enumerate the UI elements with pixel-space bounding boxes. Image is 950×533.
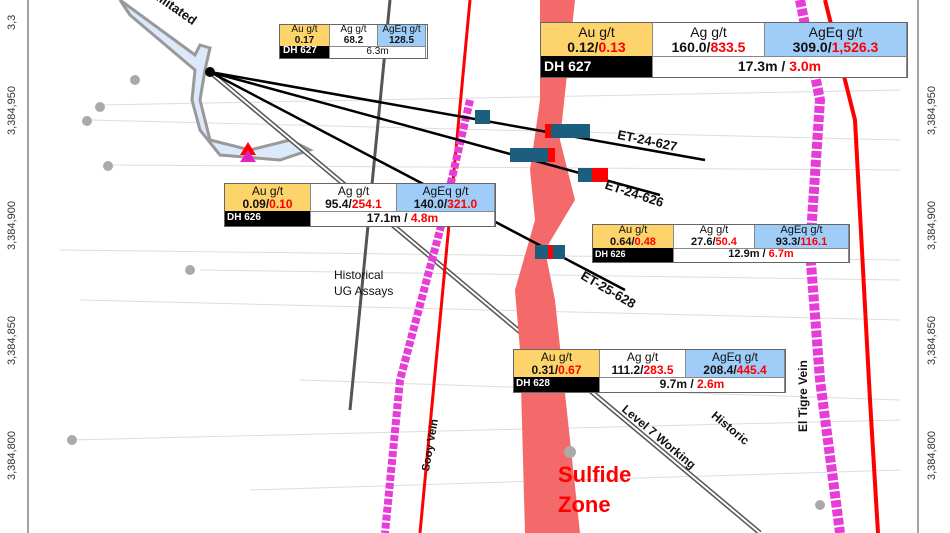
- ageq-header: AgEq g/t: [382, 24, 421, 35]
- y-tick-left: 3,384,850: [6, 316, 18, 365]
- tigre-vein-assays: [795, 0, 845, 533]
- sulfide-zone-label: Sulfide: [558, 462, 632, 487]
- historical-label-2: UG Assays: [334, 284, 394, 298]
- interval-length: 9.7m / 2.6m: [600, 377, 785, 392]
- ageq-value: 128.5: [388, 34, 415, 46]
- au-header: Au g/t: [540, 350, 573, 364]
- ag-value: 27.6/: [691, 235, 716, 248]
- au-value-high: 0.13: [598, 38, 626, 55]
- ag-header: Ag g/t: [626, 350, 659, 364]
- ag-value: 160.0/: [671, 38, 711, 55]
- ag-value: 68.2: [343, 34, 364, 46]
- interval-length: 17.1m / 4.8m: [311, 211, 495, 226]
- sulfide-zone: [515, 0, 580, 533]
- ag-value: 95.4/: [325, 196, 352, 211]
- y-tick-left: 3,384,900: [6, 201, 18, 250]
- au-value-high: 0.48: [634, 235, 656, 248]
- ageq-value: 208.4/: [703, 362, 737, 377]
- ag-value-high: 50.4: [715, 235, 737, 248]
- ag-value: 111.2/: [611, 362, 644, 377]
- y-tick-right: 3,384,900: [926, 201, 938, 250]
- ag-value-high: 254.1: [351, 196, 382, 211]
- ageq-value-high: 1,526.3: [831, 38, 879, 55]
- ag-header: Ag g/t: [699, 224, 729, 236]
- au-value: 0.09/: [242, 196, 270, 211]
- y-tick-left: 3,384,800: [6, 431, 18, 480]
- ag-header: Ag g/t: [690, 24, 727, 40]
- y-tick-right: 3,384,950: [926, 86, 938, 135]
- hole-id: DH 627: [541, 56, 653, 78]
- hole-id: DH 626: [593, 248, 674, 262]
- sulfide-zone-label-2: Zone: [558, 492, 611, 517]
- y-tick-top: 3,3: [6, 14, 18, 30]
- hole-id: DH 626: [225, 211, 311, 226]
- ageq-value: 309.0/: [792, 38, 832, 55]
- au-header: Au g/t: [618, 224, 648, 236]
- y-tick-right: 3,384,850: [926, 316, 938, 365]
- hole-id: DH 628: [514, 377, 600, 392]
- au-value-high: 0.10: [269, 196, 293, 211]
- au-value: 0.12/: [567, 38, 599, 55]
- ageq-value-high: 116.1: [800, 235, 828, 248]
- ageq-value: 93.3/: [775, 235, 801, 248]
- ageq-value-high: 321.0: [447, 196, 478, 211]
- interval-length: 17.3m / 3.0m: [653, 56, 907, 78]
- y-tick-right: 3,384,800: [926, 431, 938, 480]
- ageq-header: AgEq g/t: [780, 224, 823, 236]
- ag-header: Ag g/t: [340, 24, 367, 35]
- ageq-value: 140.0/: [413, 196, 448, 211]
- au-header: Au g/t: [291, 24, 318, 35]
- ageq-header: AgEq g/t: [422, 184, 469, 198]
- historical-drill-traces: [59, 89, 901, 491]
- tigre-vein-label: El Tigre Vein: [796, 360, 810, 432]
- au-value: 0.31/: [531, 362, 559, 377]
- au-header: Au g/t: [251, 184, 284, 198]
- hole-id: DH 627: [280, 45, 330, 58]
- interval-length: 6.3m: [330, 46, 426, 58]
- ag-header: Ag g/t: [337, 184, 370, 198]
- sooy-vein-line: [418, 0, 472, 533]
- au-value: 0.64/: [610, 235, 635, 248]
- interval-length: 12.9m / 6.7m: [674, 248, 849, 262]
- ageq-header: AgEq g/t: [711, 350, 759, 364]
- au-value: 0.17: [294, 34, 315, 46]
- y-tick-left: 3,384,950: [6, 86, 18, 135]
- historical-label: Historical: [334, 268, 384, 282]
- ageq-header: AgEq g/t: [808, 24, 863, 40]
- ag-value-high: 283.5: [643, 362, 674, 377]
- sooy-vein-assays: [381, 99, 474, 533]
- ageq-value-high: 445.4: [736, 362, 767, 377]
- ag-value-high: 833.5: [710, 38, 746, 55]
- au-value-high: 0.67: [558, 362, 582, 377]
- au-header: Au g/t: [578, 24, 615, 40]
